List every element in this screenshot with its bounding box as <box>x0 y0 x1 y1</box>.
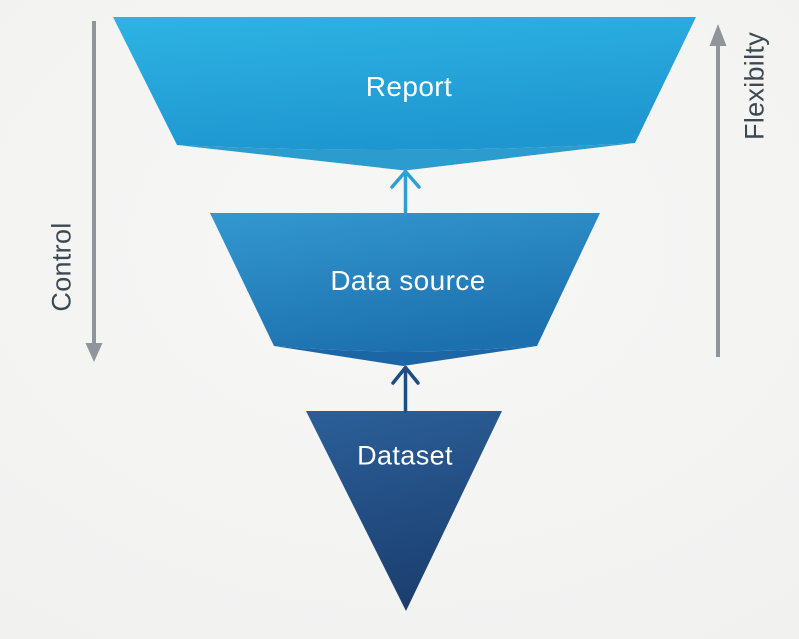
arrow-up-icon <box>390 169 421 189</box>
report-body <box>113 17 696 151</box>
data-source-layer-shape <box>210 213 600 366</box>
arrow-up-icon <box>391 365 420 385</box>
arrow-dataset-to-datasource <box>391 365 420 413</box>
dataset-layer-shape <box>306 411 502 611</box>
arrow-up-icon <box>709 24 727 46</box>
data-source-bottom-fold <box>274 346 537 366</box>
flexibility-axis-arrow <box>709 24 727 357</box>
arrow-down-icon <box>85 343 103 362</box>
report-layer-shape <box>113 17 696 171</box>
report-bottom-fold <box>177 143 635 171</box>
arrow-datasource-to-report <box>390 169 421 214</box>
data-source-body <box>210 213 600 352</box>
control-axis-arrow <box>85 21 103 362</box>
